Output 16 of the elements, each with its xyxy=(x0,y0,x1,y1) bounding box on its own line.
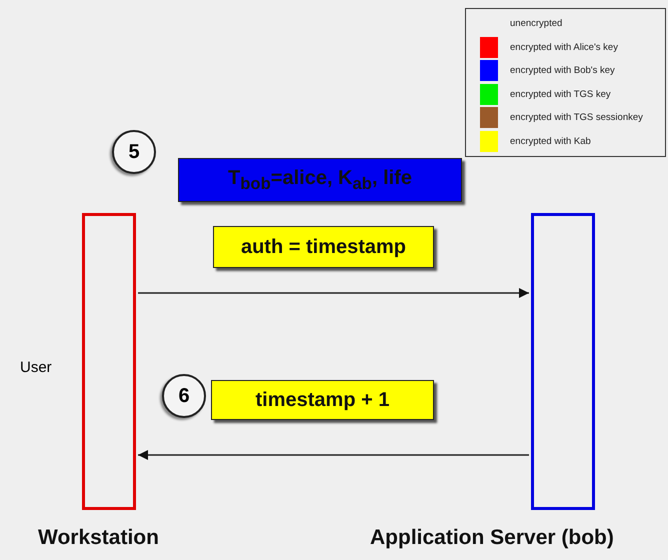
message-arrow xyxy=(138,288,529,298)
actor-label: User xyxy=(20,359,52,376)
message-box: timestamp + 1 xyxy=(211,380,434,420)
message-box: auth = timestamp xyxy=(213,226,434,268)
message-box: T$_{bob}$=alice, K$_{ab}$, life xyxy=(178,158,462,202)
lifeline-label: Workstation xyxy=(38,526,159,550)
legend-text: encrypted with Alice's key xyxy=(510,42,618,52)
lifeline-label: Application Server (bob) xyxy=(370,526,614,550)
legend-text: unencrypted xyxy=(510,18,562,29)
legend-text: encrypted with Bob's key xyxy=(510,65,615,76)
message-arrow xyxy=(138,450,529,460)
step-number: 6 xyxy=(162,374,206,418)
step-number: 5 xyxy=(112,130,156,174)
legend-text: encrypted with Kab xyxy=(510,136,591,146)
legend-text: encrypted with TGS sessionkey xyxy=(510,112,643,123)
legend-text: encrypted with TGS key xyxy=(510,88,611,100)
